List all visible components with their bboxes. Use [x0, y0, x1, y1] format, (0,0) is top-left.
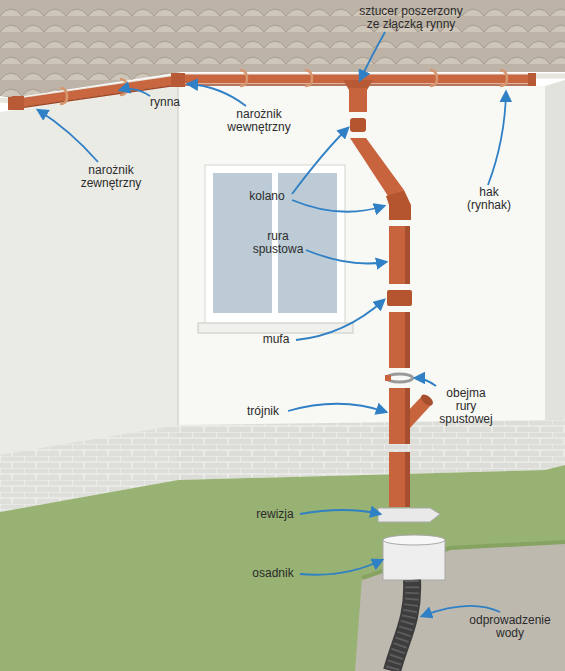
- part-label: rewizja: [250, 508, 300, 521]
- leader-line: [300, 510, 380, 514]
- part-label: osadnik: [246, 567, 300, 580]
- leader-line: [296, 300, 384, 340]
- pipe-shade: [405, 226, 410, 284]
- gutter-hook: [305, 70, 312, 86]
- front-wall: [178, 86, 545, 480]
- drain-corrugation: [392, 580, 412, 671]
- leader-line: [360, 32, 385, 80]
- gutter-hook: [240, 70, 247, 86]
- elbow: [386, 190, 411, 220]
- downpipe: [389, 312, 410, 368]
- part-label: obejma rury spustowej: [436, 387, 496, 426]
- leader-lines: [38, 32, 506, 616]
- gutter-corner: [12, 96, 24, 110]
- window-frame: [205, 165, 345, 325]
- part-label: narożnik zewnętrzny: [74, 164, 148, 190]
- part-label: sztucer poszerzony ze złączką rynny: [352, 5, 470, 31]
- window-sill: [198, 323, 353, 333]
- downpipe: [389, 226, 410, 284]
- elbow: [350, 118, 366, 132]
- gutter-corner: [171, 73, 185, 87]
- left-wall: [0, 86, 178, 512]
- coupling: [387, 290, 412, 306]
- window-glass: [213, 173, 337, 313]
- part-label: odprowadzenie wody: [462, 614, 558, 640]
- tee-branch-end: [419, 392, 435, 407]
- leader-line: [288, 404, 386, 412]
- diagonal-pipe: [350, 138, 404, 196]
- inspection-piece: [378, 508, 440, 522]
- part-label: narożnik wewnętrzny: [222, 108, 296, 134]
- side-wall: [545, 80, 565, 470]
- leader-line: [488, 92, 506, 185]
- leader-line: [292, 200, 384, 212]
- gutter-hook: [500, 70, 507, 86]
- trap-lid: [383, 535, 445, 545]
- gutter-hook: [120, 79, 127, 95]
- brick-plinth: [178, 420, 545, 480]
- gutter-end-cap: [528, 73, 536, 86]
- leader-line: [300, 560, 382, 575]
- leader-line: [415, 378, 436, 386]
- leader-line: [38, 110, 98, 162]
- grass: [0, 465, 565, 671]
- part-label: hak (rynhak): [462, 186, 516, 212]
- tee: [389, 388, 410, 444]
- pipe-shade: [405, 452, 410, 507]
- sediment-trap: [383, 540, 445, 580]
- roof-tiles: [0, 0, 565, 98]
- leader-line: [188, 84, 246, 106]
- gutter-hook: [60, 88, 67, 104]
- leader-line: [120, 89, 150, 96]
- wall-corner: [177, 86, 179, 480]
- brick-plinth: [545, 418, 565, 470]
- outlet-stub: [349, 88, 367, 112]
- gutter-edge: [12, 85, 532, 109]
- leader-line: [292, 128, 348, 194]
- part-label: rynna: [140, 96, 190, 109]
- pipe-shade: [405, 312, 410, 368]
- leader-line: [306, 250, 386, 264]
- pipe-shade: [405, 388, 410, 444]
- clamp-bolt: [385, 375, 391, 381]
- downpipe: [389, 452, 410, 507]
- part-label: kolano: [242, 190, 292, 203]
- gutter-hook: [430, 70, 437, 86]
- part-label: mufa: [256, 333, 296, 346]
- drain-pipe: [392, 580, 412, 671]
- part-label: trójnik: [238, 405, 288, 418]
- part-label: rura spustowa: [248, 230, 308, 256]
